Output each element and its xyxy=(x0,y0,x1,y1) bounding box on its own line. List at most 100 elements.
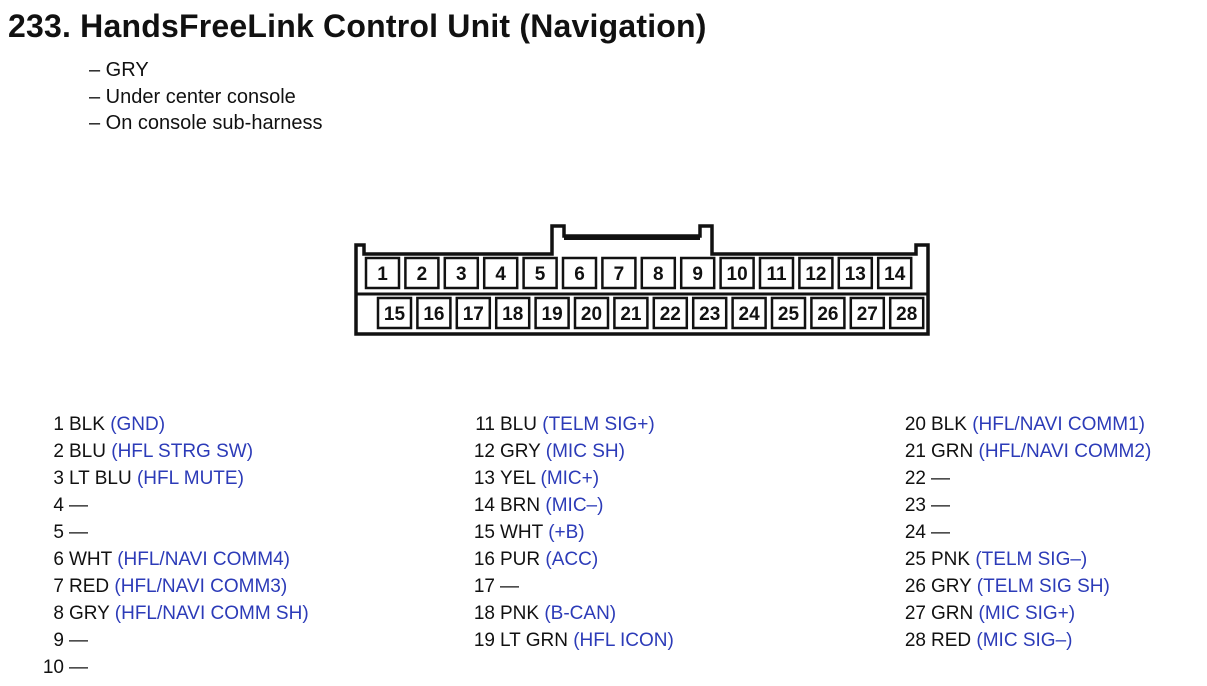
pin-number: 8 xyxy=(53,603,64,624)
pin-number: 10 xyxy=(42,657,64,678)
pin-cell-top-13 xyxy=(837,256,874,290)
pin-number: 5 xyxy=(53,522,64,543)
pin-cell-bottom-21 xyxy=(613,296,649,330)
wire-color: BLK xyxy=(69,414,105,435)
pin-cell-top-2 xyxy=(404,256,440,290)
wire-color: PUR xyxy=(500,549,541,570)
wire-color: — xyxy=(931,468,950,489)
pin-cell-bottom-27 xyxy=(849,296,886,330)
wire-color: BLU xyxy=(69,441,106,462)
pin-number: 18 xyxy=(473,603,495,624)
pin-label-28: 28 xyxy=(896,304,917,325)
pin-number: 15 xyxy=(473,522,495,543)
signal-name: (+B) xyxy=(548,522,585,543)
pin-cell-bottom-19 xyxy=(534,296,570,330)
pin-label-22: 22 xyxy=(660,304,681,325)
pin-label-17: 17 xyxy=(463,304,484,325)
page-title: 233. HandsFreeLink Control Unit (Navigat… xyxy=(8,8,707,44)
pin-number: 6 xyxy=(53,549,64,570)
pin-label-11: 11 xyxy=(766,264,787,285)
pin-label-8: 8 xyxy=(653,264,664,285)
wire-color: RED xyxy=(931,630,972,651)
pin-cell-bottom-23 xyxy=(691,296,728,330)
wire-color: GRY xyxy=(69,603,110,624)
signal-name: (HFL/NAVI COMM3) xyxy=(114,576,288,597)
pin-label-14: 14 xyxy=(884,264,906,285)
wire-color: PNK xyxy=(500,603,540,624)
pin-label-1: 1 xyxy=(377,264,388,285)
pin-number: 21 xyxy=(904,441,926,462)
pin-number: 23 xyxy=(904,495,926,516)
wire-color: — xyxy=(931,495,950,516)
pin-cell-bottom-28 xyxy=(888,296,925,330)
pin-number: 3 xyxy=(53,468,64,489)
signal-name: (TELM SIG SH) xyxy=(976,576,1110,597)
signal-name: (HFL/NAVI COMM4) xyxy=(117,549,290,570)
pin-cell-bottom-17 xyxy=(455,296,492,330)
signal-name: (TELM SIG–) xyxy=(975,549,1088,570)
pin-cell-top-1 xyxy=(364,256,401,290)
pin-cell-top-7 xyxy=(601,256,637,290)
pin-cell-top-9 xyxy=(679,256,716,290)
signal-name: (HFL STRG SW) xyxy=(111,441,254,462)
pin-label-21: 21 xyxy=(620,304,642,325)
pin-label-25: 25 xyxy=(778,304,800,325)
wire-color: PNK xyxy=(931,549,971,570)
pin-label-2: 2 xyxy=(417,264,428,285)
pin-label-12: 12 xyxy=(805,264,826,285)
pin-cell-bottom-26 xyxy=(810,296,846,330)
pin-cell-top-12 xyxy=(798,256,834,290)
pin-cell-bottom-15 xyxy=(376,296,413,330)
pin-cell-top-10 xyxy=(719,256,755,290)
pin-row: 24— xyxy=(884,519,1204,546)
pin-label-27: 27 xyxy=(857,304,878,325)
pin-cell-top-14 xyxy=(876,256,913,290)
signal-name: (B-CAN) xyxy=(544,603,617,624)
wire-color: BRN xyxy=(500,495,541,516)
pin-number: 4 xyxy=(53,495,64,516)
note-harness: – On console sub-harness xyxy=(89,112,323,134)
pin-label-15: 15 xyxy=(384,304,406,325)
pin-label-7: 7 xyxy=(614,264,625,285)
signal-name: (MIC SIG–) xyxy=(976,630,1073,651)
pin-cell-bottom-24 xyxy=(731,296,767,330)
wire-color: GRY xyxy=(500,441,541,462)
pin-label-18: 18 xyxy=(502,304,523,325)
signal-name: (GND) xyxy=(110,414,166,435)
signal-name: (MIC–) xyxy=(545,495,604,516)
pin-cell-top-11 xyxy=(758,256,795,290)
pin-label-9: 9 xyxy=(692,264,703,285)
signal-name: (HFL ICON) xyxy=(573,630,674,651)
wire-color: GRN xyxy=(931,441,974,462)
wire-color: — xyxy=(931,522,950,543)
pin-number: 22 xyxy=(904,468,926,489)
pin-number: 11 xyxy=(475,414,495,435)
note-location: – Under center console xyxy=(89,85,296,108)
wire-color: BLK xyxy=(931,414,967,435)
wire-color: LT GRN xyxy=(500,630,568,651)
pin-row: 9— xyxy=(22,627,342,654)
pin-label-6: 6 xyxy=(574,264,585,285)
pin-label-13: 13 xyxy=(845,264,866,285)
wire-color: — xyxy=(69,657,88,678)
pin-number: 12 xyxy=(473,441,495,462)
pin-row: 5— xyxy=(22,519,342,546)
signal-name: (MIC SH) xyxy=(545,441,625,462)
